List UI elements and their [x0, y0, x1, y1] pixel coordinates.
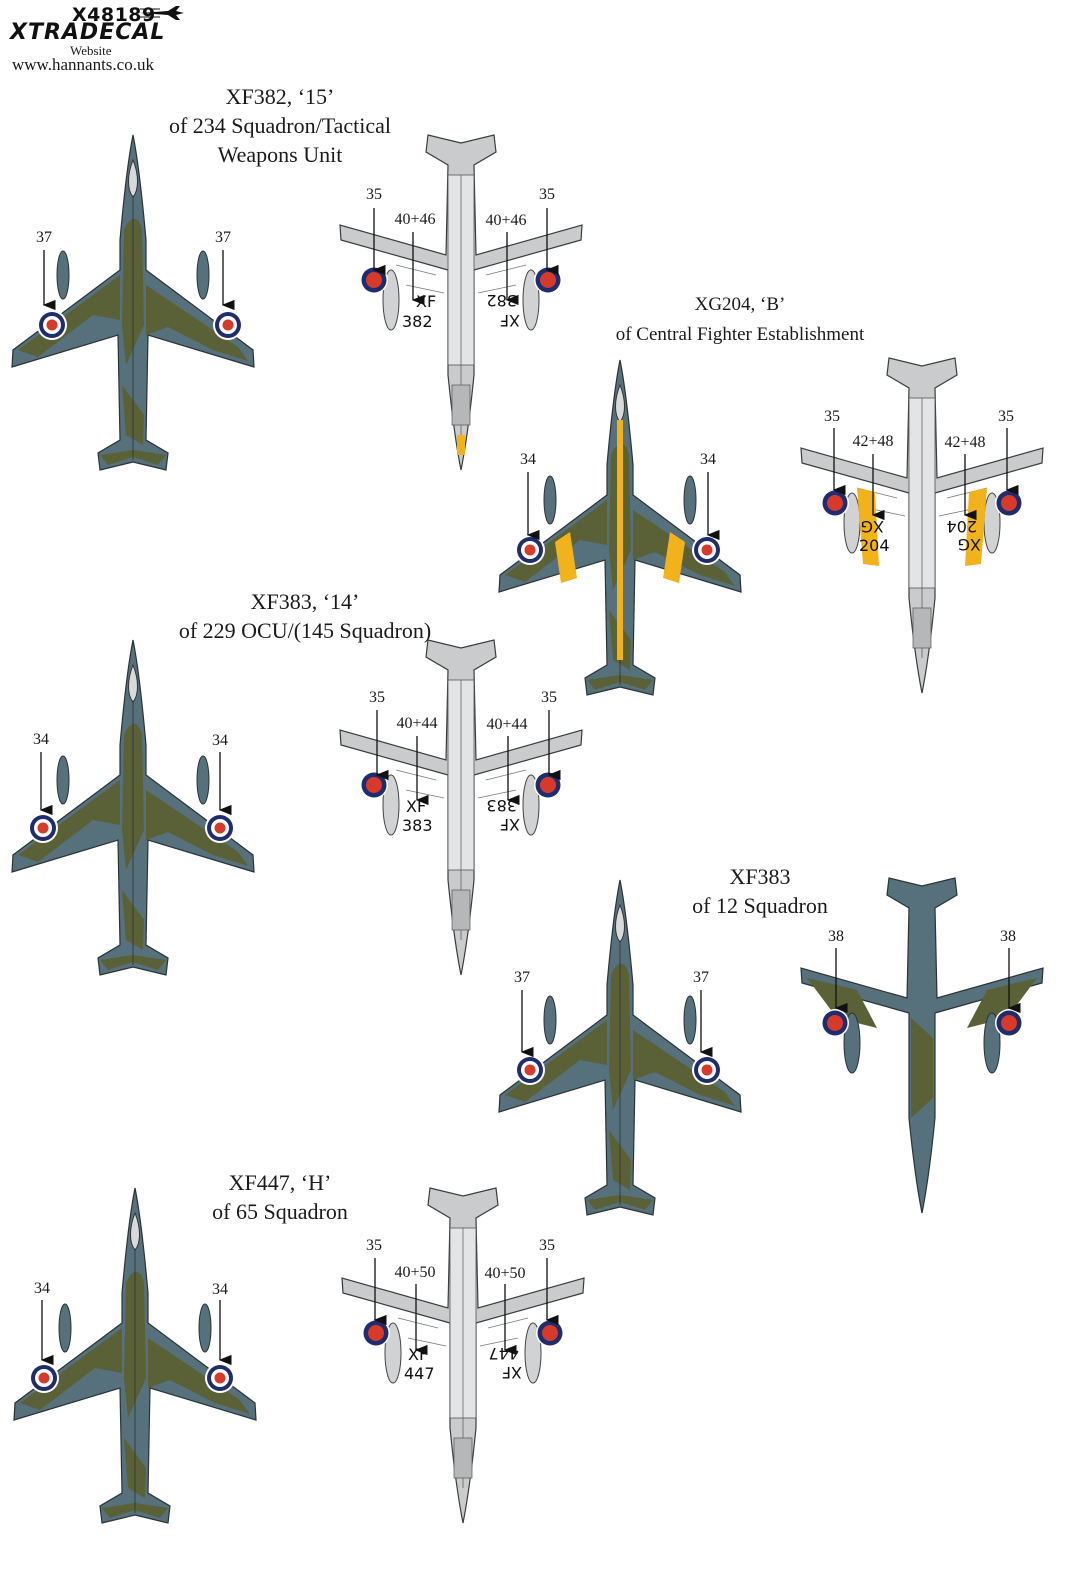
callout-label: 42+48 — [944, 434, 986, 451]
callout-label: 35 — [539, 1237, 555, 1254]
callout-label: 35 — [366, 186, 382, 203]
svg-text:204: 204 — [859, 536, 890, 555]
xg204-lower-view: XG 204 204 XG — [800, 357, 1044, 694]
callout-label: 40+50 — [394, 1264, 436, 1281]
callout-label: 40+44 — [486, 716, 528, 733]
callout-label: 40+46 — [394, 211, 436, 228]
product-code: X48189 — [72, 4, 156, 26]
callout-label: 35 — [366, 1237, 382, 1254]
svg-text:XG: XG — [958, 535, 981, 554]
callout-label: 34 — [212, 1281, 228, 1298]
scheme-title-xf382: XF382, ‘15’ of 234 Squadron/Tactical Wea… — [168, 84, 392, 167]
scheme-title-xf383-12sqn: XF383 of 12 Squadron — [692, 864, 828, 918]
callout-label: 34 — [212, 732, 228, 749]
callout-label: 38 — [1000, 928, 1016, 945]
callout-label: 38 — [828, 928, 844, 945]
svg-text:XF: XF — [500, 311, 520, 330]
callout-label: 35 — [824, 408, 840, 425]
website-label: Website — [70, 43, 112, 58]
brand-logo: XTRADECAL — [10, 20, 166, 45]
callout-label: 34 — [33, 731, 49, 748]
svg-text:383: 383 — [402, 816, 433, 835]
callout-label: 34 — [34, 1280, 50, 1297]
callout-label: 40+44 — [396, 715, 438, 732]
callout-label: 37 — [693, 969, 709, 986]
callout-label: 37 — [36, 229, 52, 246]
callout-label: 34 — [700, 451, 716, 468]
website-url[interactable]: www.hannants.co.uk — [12, 55, 154, 74]
callout-label: 35 — [998, 408, 1014, 425]
callout-label: 42+48 — [852, 433, 894, 450]
callout-label: 37 — [215, 229, 231, 246]
callout-label: 40+50 — [484, 1265, 526, 1282]
callout-label: 35 — [539, 186, 555, 203]
callout-label: 40+46 — [485, 212, 527, 229]
scheme-title-xf447: XF447, ‘H’ of 65 Squadron — [212, 1170, 348, 1224]
callout-label: 35 — [369, 689, 385, 706]
xg204-upper-view — [498, 359, 742, 696]
svg-text:204: 204 — [946, 517, 977, 536]
scheme-title-xg204: XG204, ‘B’ of Central Fighter Establishm… — [615, 294, 865, 345]
svg-text:447: 447 — [404, 1364, 435, 1383]
svg-text:XF: XF — [500, 815, 520, 834]
callout-label: 34 — [520, 451, 536, 468]
jet-silhouette-icon — [140, 6, 184, 20]
svg-text:XG: XG — [861, 517, 884, 536]
scheme-title-xf383-229ocu: XF383, ‘14’ of 229 OCU/(145 Squadron) — [178, 589, 432, 643]
callout-label: 37 — [514, 969, 530, 986]
svg-text:XF: XF — [502, 1363, 522, 1382]
svg-text:382: 382 — [402, 312, 433, 331]
callout-label: 35 — [541, 689, 557, 706]
